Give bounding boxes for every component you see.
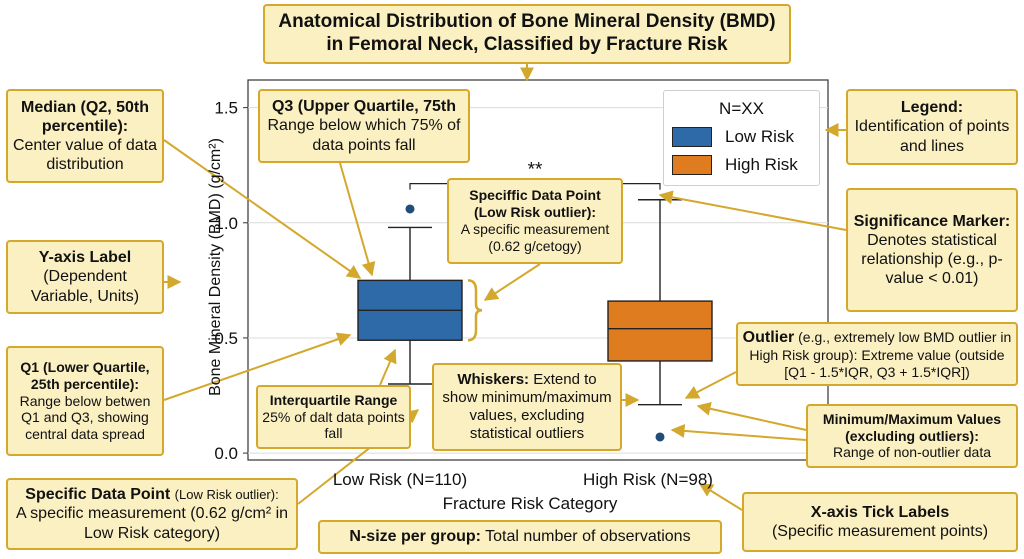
y-tick-label: 1.0 [214, 214, 238, 233]
callout-q3: Q3 (Upper Quartile, 75th Range below whi… [258, 89, 470, 163]
significance-label: ** [528, 160, 543, 181]
legend: N=XX Low Risk High Risk [663, 90, 820, 186]
callout-y-axis-label: Y-axis Label (Dependent Variable, Units) [6, 240, 164, 314]
x-tick-label-low: Low Risk (N=110) [332, 470, 468, 489]
callout-arrows [163, 64, 847, 511]
callout-nsize-text: N-size per group: Total number of observ… [324, 527, 716, 546]
y-tick-label: 1.5 [214, 99, 238, 118]
y-tick-label: 0.0 [214, 444, 238, 463]
callout-q1-body: Range below betwen Q1 and Q3, showing ce… [19, 392, 151, 443]
y-tick-label: 0.5 [214, 329, 238, 348]
callout-x-tick-labels: X-axis Tick Labels (Specific measurement… [742, 492, 1018, 552]
callout-significance: Significance Marker: Denotes statistical… [846, 188, 1018, 312]
arrow-outlier [684, 371, 737, 399]
callout-median-body: Center value of data distribution [12, 137, 158, 174]
callout-q1-title: Q1 (Lower Quartile, 25th percentile): [20, 359, 150, 392]
callout-median-title: Median (Q2, 50th percentile): [20, 98, 150, 135]
callout-q3-body: Range below which 75% of data points fal… [267, 117, 461, 154]
callout-legend-body: Identification of points and lines [854, 118, 1010, 155]
y-axis-ticks: 0.0 0.5 1.0 1.5 [214, 99, 248, 463]
callout-nsize-body: Total number of observations [485, 528, 691, 546]
arrow-q1 [163, 332, 352, 401]
arrow-x-tick [698, 483, 743, 511]
y-axis-label: Bone Mineral Density (BMD) (g/cm²) [207, 138, 224, 396]
callout-iqr: Interquartile Range 25% of dalt data poi… [256, 385, 411, 449]
callout-significance-title: Significance Marker: [853, 212, 1011, 230]
callout-outlier: Outlier (e.g., extremely low BMD outlier… [736, 322, 1018, 386]
callout-specific-outer-body: A specific measurement (0.62 g/cm² in Lo… [15, 505, 289, 542]
callout-min-max: Minimum/Maximum Values (excluding outlie… [806, 404, 1018, 468]
callout-outlier-title: Outlier [742, 328, 795, 346]
callout-xtick-body: (Specific measurement points) [771, 523, 989, 540]
title-line-1: Anatomical Distribution of Bone Mineral … [278, 11, 776, 33]
arrow-min-max [696, 401, 807, 431]
callout-specific-outer-title: Specific Data Point [25, 486, 171, 504]
title-line-2: in Femoral Neck, Classified by Fracture … [326, 34, 728, 55]
callout-iqr-title: Interquartile Range [269, 391, 398, 408]
callout-whiskers: Whiskers: Extend to show minimum/maximum… [432, 363, 622, 451]
callout-median: Median (Q2, 50th percentile): Center val… [6, 89, 164, 183]
legend-title: N=XX [719, 99, 764, 118]
callout-outlier-body: in High Risk group): Extreme value (outs… [749, 328, 1012, 380]
legend-label-low: Low Risk [725, 127, 794, 146]
chart-title: Anatomical Distribution of Bone Mineral … [263, 4, 791, 64]
callout-minmax-title: Minimum/Maximum Values (excluding outlie… [822, 410, 1002, 444]
arrow-iqr [379, 348, 397, 386]
callout-outlier-note: (e.g., extremely low BMD outlier [798, 328, 997, 345]
x-axis-label: Fracture Risk Category [442, 494, 618, 513]
callout-legend: Legend: Identification of points and lin… [846, 89, 1018, 165]
arrow-median [163, 139, 362, 279]
legend-swatch-low [672, 127, 712, 147]
callout-minmax-body: Range of non-outlier data [833, 444, 991, 461]
arrow-specific-inner [483, 263, 541, 301]
callout-legend-title: Legend: [900, 99, 964, 117]
callout-specific-point-outer: Specific Data Point (Low Risk outlier): … [6, 478, 298, 550]
callout-specific-inner-title: Speciffic Data Point (Low Risk outlier): [469, 187, 601, 221]
callout-whiskers-text: Whiskers: Extend to show minimum/maximum… [438, 371, 616, 443]
arrow-q3 [339, 162, 376, 277]
callout-q1: Q1 (Lower Quartile, 25th percentile): Ra… [6, 346, 164, 456]
callout-yaxis-body: (Dependent Variable, Units) [30, 268, 140, 305]
arrow-min-max-outlier [670, 423, 807, 441]
callout-xtick-title: X-axis Tick Labels [810, 503, 950, 521]
callout-outlier-text: Outlier (e.g., extremely low BMD outlier… [742, 328, 1012, 381]
box-iqr [607, 300, 713, 362]
callout-specific-outer-head: Specific Data Point (Low Risk outlier): [12, 485, 292, 504]
callout-q3-title: Q3 (Upper Quartile, 75th [271, 98, 457, 116]
callout-whiskers-title: Whiskers: [457, 371, 530, 388]
legend-swatch-high [672, 155, 712, 175]
callout-specific-point-inner: Speciffic Data Point (Low Risk outlier):… [447, 178, 623, 264]
callout-significance-body: Denotes statistical relationship (e.g., … [861, 231, 1003, 288]
callout-iqr-body: 25% of dalt data points fall [262, 408, 405, 442]
legend-item-high-risk: High Risk [672, 153, 798, 177]
callout-nsize-title: N-size per group: [349, 528, 481, 546]
callout-n-size: N-size per group: Total number of observ… [318, 520, 722, 554]
legend-item-low-risk: Low Risk [672, 125, 794, 149]
iqr-brace [467, 279, 483, 342]
x-tick-label-high: High Risk (N=98) [583, 470, 713, 489]
callout-whiskers-body: Extend to show minimum/maximum values, e… [442, 371, 612, 442]
callout-yaxis-title: Y-axis Label [38, 249, 132, 267]
outlier-point [405, 204, 415, 214]
outlier-point [655, 432, 665, 442]
legend-label-high: High Risk [725, 155, 798, 174]
callout-specific-inner-body: A specific measurement (0.62 g/cetogy) [460, 221, 610, 254]
callout-specific-outer-note: (Low Risk outlier): [174, 487, 279, 503]
arrow-significance [658, 190, 847, 231]
